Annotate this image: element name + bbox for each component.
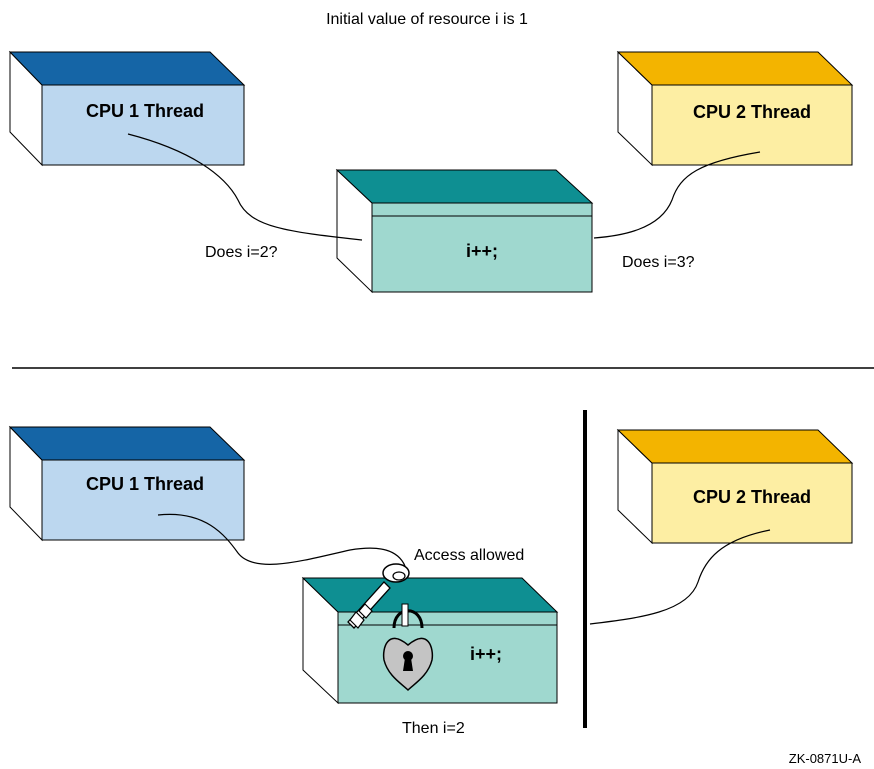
bottom-cpu2-thread-box: CPU 2 Thread [616,428,854,545]
bottom-resource-top [301,577,559,613]
padlock-icon [382,603,434,692]
top-resource-front [371,202,593,293]
bottom-cpu2-connector [589,529,771,625]
top-resource-box: i++; [335,168,594,294]
key-bow-inner [392,571,406,581]
bottom-cpu1-connector [157,513,406,567]
bottom-resource-box: i++; [301,576,559,705]
top-cpu2-top [616,51,854,86]
top-cpu1-query: Does i=2? [205,244,278,261]
top-cpu2-thread-box: CPU 2 Thread [616,50,854,167]
figure-id: ZK-0871U-A [789,751,862,766]
bottom-resource-label: i++; [470,644,502,664]
bottom-cpu1-top [8,426,246,461]
key-bit-1 [349,611,365,629]
bottom-resource-front [337,611,558,704]
top-resource-label: i++; [466,241,498,261]
padlock-hasp [401,603,409,627]
top-cpu1-connector [127,133,363,241]
top-cpu1-top [8,51,246,86]
bottom-cpu2-label: CPU 2 Thread [693,487,811,507]
access-allowed-label: Access allowed [414,547,524,564]
top-cpu1-thread-box: CPU 1 Thread [8,50,246,167]
key-bit-2 [358,603,373,619]
diagram-title: Initial value of resource i is 1 [326,11,528,28]
bottom-cpu1-label: CPU 1 Thread [86,474,204,494]
top-cpu1-front [41,84,245,166]
bottom-cpu2-top [616,429,854,464]
result-label: Then i=2 [402,720,465,737]
bottom-cpu2-front [651,462,853,544]
key-icon [347,563,410,629]
bottom-cpu1-front [41,459,245,541]
top-cpu2-front [651,84,853,166]
bottom-cpu1-thread-box: CPU 1 Thread [8,425,246,542]
top-resource-top [335,169,594,204]
padlock-keyhole-slot [403,658,413,671]
top-cpu1-label: CPU 1 Thread [86,101,204,121]
top-cpu2-label: CPU 2 Thread [693,102,811,122]
top-cpu2-connector [593,151,761,239]
top-cpu2-query: Does i=3? [622,254,695,271]
